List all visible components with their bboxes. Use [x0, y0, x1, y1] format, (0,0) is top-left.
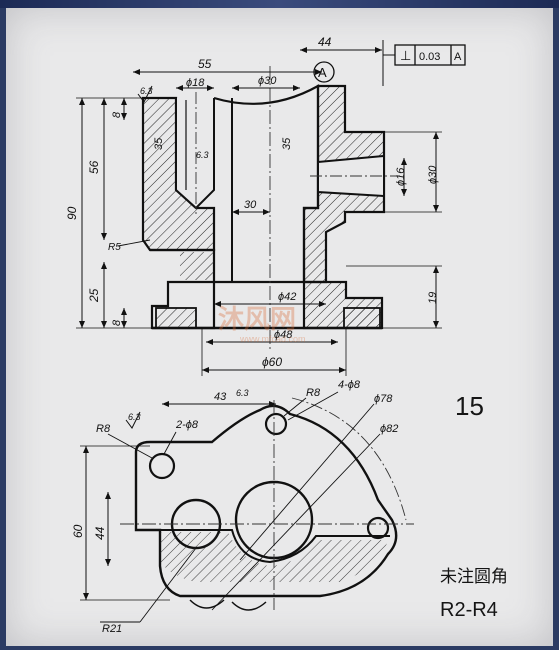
- holes-2-phi8: 2-ϕ8: [175, 419, 199, 431]
- dim-phi16: ϕ16: [395, 167, 407, 186]
- dim-phi60: ϕ60: [262, 355, 282, 369]
- watermark-url: www.mfcad.com: [239, 334, 306, 344]
- front-section-view: [141, 66, 400, 350]
- dim-phi78: ϕ78: [374, 393, 393, 405]
- plan-view: [120, 397, 414, 611]
- radius-r8-left: R8: [96, 423, 111, 435]
- dim-43-plan: 43: [214, 391, 227, 403]
- figure-number: 15: [455, 391, 484, 421]
- roughness-bore: 6.3: [196, 150, 209, 160]
- radius-r8-top: R8: [306, 387, 321, 399]
- dim-30: 30: [244, 199, 257, 211]
- radius-r5: R5: [108, 242, 121, 253]
- perpendicularity-symbol: ⊥: [400, 48, 411, 63]
- dim-phi30-side: ϕ30: [427, 165, 439, 184]
- holes-4-phi8: 4-ϕ8: [338, 379, 361, 391]
- dim-44: 44: [318, 35, 332, 49]
- dim-56: 56: [87, 160, 101, 174]
- roughness-plan-left: 6.3: [128, 412, 141, 422]
- dim-phi18: ϕ18: [186, 77, 205, 89]
- window-top-bar: [0, 0, 559, 8]
- tolerance-datum: A: [454, 51, 462, 63]
- radius-r21: R21: [102, 623, 122, 635]
- tolerance-value: 0.03: [419, 51, 440, 63]
- note-untoleranced-fillets: 未注圆角: [440, 567, 508, 586]
- watermark-brand: 沐风网: [218, 304, 296, 334]
- dim-35-right: 35: [281, 137, 293, 150]
- plan-view-dimensions: 60 44 R8 6.3 2-ϕ8 43 6.3 R8 4-ϕ8 ϕ78 ϕ82…: [71, 379, 398, 635]
- note-fillet-range: R2-R4: [440, 599, 498, 621]
- dim-phi82: ϕ82: [380, 423, 398, 435]
- dim-phi48: ϕ48: [274, 329, 293, 341]
- watermark: 沐风网 www.mfcad.com: [218, 304, 306, 344]
- tolerance-frame: ⊥ 0.03 A: [382, 40, 466, 86]
- dim-19: 19: [427, 292, 439, 304]
- roughness-top: 6.3: [140, 86, 153, 96]
- roughness-plan-top: 6.3: [236, 388, 249, 398]
- central-bore: [213, 84, 320, 284]
- dim-8-bottom: 8: [111, 319, 123, 326]
- front-view-dimensions: 55 44 ϕ18 ϕ30 A ⊥ 0.03 A 90 56 8 25 8: [65, 35, 466, 376]
- datum-label: A: [318, 65, 327, 80]
- dim-55: 55: [198, 57, 212, 71]
- dim-25: 25: [87, 288, 101, 303]
- dim-60-plan: 60: [71, 524, 85, 538]
- plan-outer-contour: [134, 404, 398, 598]
- dim-phi42: ϕ42: [278, 291, 296, 303]
- dim-phi30: ϕ30: [258, 75, 277, 87]
- dim-8-top: 8: [111, 111, 123, 118]
- dim-44-plan: 44: [93, 526, 107, 540]
- dim-90: 90: [65, 206, 79, 220]
- dim-35-left: 35: [153, 137, 165, 150]
